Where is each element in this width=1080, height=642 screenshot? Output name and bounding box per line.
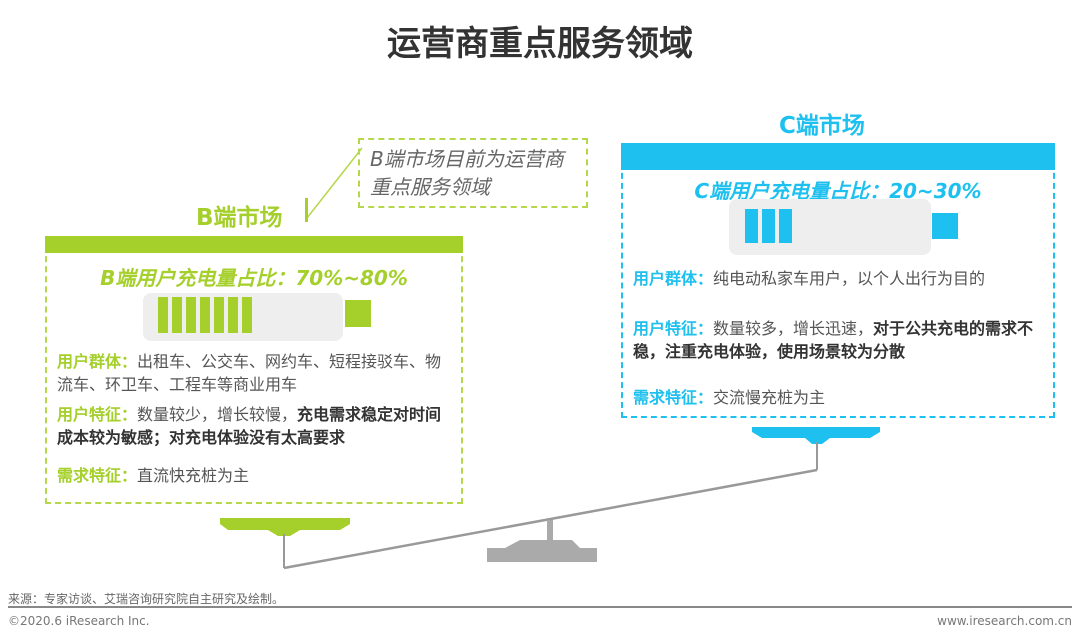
- c-user-traits: 用户特征：数量较多，增长迅速，对于公共充电的需求不稳，注重充电体验，使用场景较为…: [633, 319, 1034, 361]
- seesaw-beam: [283, 468, 818, 570]
- c-user-group: 用户群体：纯电动私家车用户，以个人出行为目的: [633, 269, 986, 288]
- battery-bar: [779, 209, 792, 243]
- b-market-card: B端用户充电量占比：70%~80% 用户群体：出租车、公交车、网约车、短程接驳车…: [45, 236, 463, 504]
- b-battery-terminal: [345, 300, 371, 327]
- battery-bar: [242, 297, 252, 333]
- source-note: 来源：专家访谈、艾瑞咨询研究院自主研究及绘制。: [8, 592, 285, 606]
- website: www.iresearch.com.cn: [937, 614, 1072, 628]
- c-battery-terminal: [932, 213, 958, 239]
- callout-box: B端市场目前为运营商重点服务领域: [358, 138, 588, 208]
- c-battery: [729, 199, 931, 255]
- c-demand: 需求特征：交流慢充桩为主: [633, 388, 826, 407]
- footer-divider: [8, 606, 1072, 608]
- battery-bar: [214, 297, 224, 333]
- b-battery: [143, 293, 343, 341]
- copyright: ©2020.6 iResearch Inc.: [8, 614, 150, 628]
- c-market-label: C端市场: [779, 113, 865, 139]
- battery-bar: [172, 297, 182, 333]
- b-user-traits: 用户特征：数量较少，增长较慢，充电需求稳定对时间成本较为敏感；对充电体验没有太高…: [57, 405, 442, 447]
- page-title: 运营商重点服务领域: [387, 24, 693, 64]
- c-market-card: C端用户充电量占比：20~30% 用户群体：纯电动私家车用户，以个人出行为目的 …: [621, 143, 1055, 418]
- b-user-group: 用户群体：出租车、公交车、网约车、短程接驳车、物流车、环卫车、工程车等商业用车: [57, 352, 442, 394]
- b-share: B端用户充电量占比：70%~80%: [100, 266, 408, 290]
- callout-connector: [306, 147, 363, 219]
- battery-bar: [745, 209, 758, 243]
- b-pan: [220, 518, 350, 536]
- c-pan: [752, 427, 880, 444]
- battery-bar: [158, 297, 168, 333]
- battery-bar: [186, 297, 196, 333]
- c-header-bar: [621, 143, 1055, 170]
- b-label-marker: [305, 198, 308, 222]
- battery-bar: [200, 297, 210, 333]
- b-header-bar: [45, 236, 463, 253]
- b-demand: 需求特征：直流快充桩为主: [57, 466, 250, 485]
- battery-bar: [228, 297, 238, 333]
- battery-bar: [762, 209, 775, 243]
- fulcrum: [487, 520, 597, 562]
- b-market-label: B端市场: [196, 205, 283, 231]
